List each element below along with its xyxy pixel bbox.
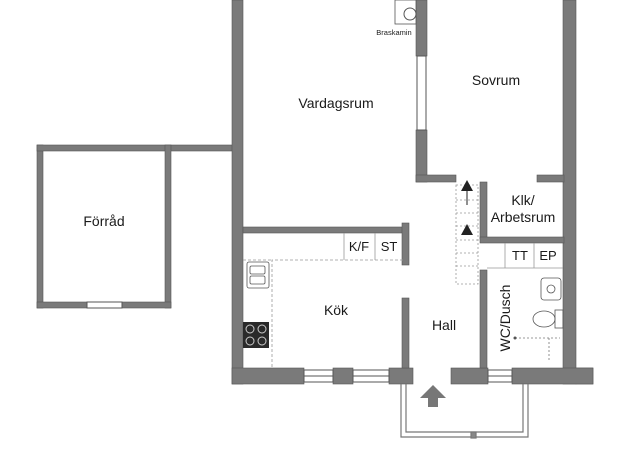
- house-wall-right: [562, 0, 577, 385]
- study-wall-left: [479, 181, 488, 240]
- fixture-label-kf: K/F: [349, 239, 369, 254]
- fixture-label-st: ST: [381, 239, 398, 254]
- kitchen-wall-right-bottom: [401, 297, 410, 369]
- storage-wall-bottom-right: [121, 301, 172, 309]
- bottom-wall-4: [450, 367, 489, 385]
- wc-dividers: [487, 243, 563, 269]
- room-label-vardagsrum: Vardagsrum: [298, 95, 373, 111]
- window-storage: [86, 301, 123, 309]
- storage-wall-top: [36, 144, 235, 152]
- bottom-wall-1: [231, 367, 305, 385]
- room-label-sovrum: Sovrum: [472, 72, 520, 88]
- bedroom-wall-bottom-right: [536, 174, 565, 183]
- shower-head-icon: [513, 336, 517, 340]
- kitchen-wall-top: [242, 226, 404, 234]
- fixture-label-ep: EP: [539, 248, 556, 263]
- kitchen-wall-right-top: [401, 222, 410, 266]
- entrance-arrow-icon: [420, 385, 446, 407]
- walls: [36, 0, 594, 385]
- fixture-label-braskamin: Braskamin: [376, 28, 411, 37]
- bottom-wall-3: [388, 367, 414, 385]
- bedroom-wall-bottom-left: [415, 174, 457, 183]
- bedroom-wall-left-top: [415, 0, 428, 57]
- washbasin-icon: [540, 277, 562, 301]
- stair-up-arrow-icon: [461, 180, 473, 235]
- stove-icon: [243, 322, 269, 348]
- windows: [86, 55, 513, 383]
- wc-wall-top: [479, 236, 565, 244]
- bottom-wall-2: [332, 367, 354, 385]
- window-living-inner: [416, 55, 427, 131]
- room-label-hall: Hall: [432, 317, 456, 333]
- shower-rail: [515, 337, 560, 362]
- sink-icon: [246, 261, 270, 289]
- storage-wall-left: [36, 144, 44, 309]
- room-label-wc-dusch: WC/Dusch: [497, 285, 513, 352]
- bottom-wall-5: [511, 367, 594, 385]
- room-label-forrad: Förråd: [83, 213, 124, 229]
- staircase: [455, 184, 479, 285]
- house-wall-left: [231, 0, 244, 385]
- entrance-porch: [400, 384, 529, 439]
- room-label-klk-line2: Arbetsrum: [491, 209, 556, 225]
- storage-wall-bottom-left: [36, 301, 88, 309]
- storage-wall-right: [164, 144, 172, 309]
- kitchen-counter: [243, 259, 403, 368]
- fixture-label-tt: TT: [512, 248, 528, 263]
- room-label-klk-line1: Klk/: [511, 192, 534, 208]
- toilet-icon: [532, 309, 564, 329]
- bedroom-wall-left-bottom: [415, 129, 428, 183]
- fireplace-icon: [394, 0, 417, 25]
- wc-wall-left: [479, 269, 488, 369]
- room-label-kok: Kök: [324, 302, 349, 318]
